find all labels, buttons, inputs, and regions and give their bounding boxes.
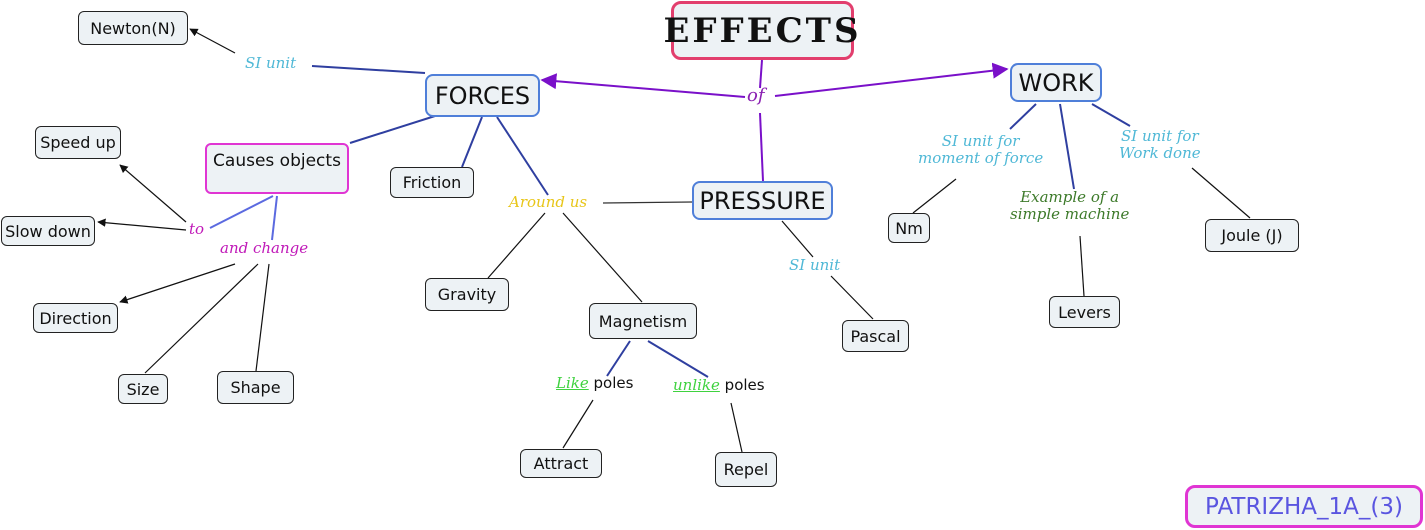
link-si-pascal: [830, 275, 874, 320]
node-gravity[interactable]: Gravity: [425, 278, 509, 311]
node-causes-objects-label: Causes objects: [213, 151, 341, 171]
link-label-like-poles: Like poles: [556, 374, 634, 392]
link-around-magnetism: [562, 212, 643, 303]
concept-pressure[interactable]: PRESSURE: [692, 181, 833, 220]
unlike-poles-text: poles: [724, 376, 765, 394]
node-magnetism-label: Magnetism: [598, 311, 688, 331]
node-shape[interactable]: Shape: [217, 371, 294, 404]
link-magnetism-unlike: [647, 340, 709, 378]
link-around-gravity: [487, 212, 546, 279]
node-gravity-label: Gravity: [437, 285, 497, 304]
link-effects-of: [759, 59, 763, 89]
example-line1: Example of a: [1020, 188, 1120, 206]
link-work-moment: [1009, 103, 1037, 130]
node-repel-label: Repel: [723, 460, 769, 479]
node-joule[interactable]: Joule (J): [1205, 219, 1299, 252]
si-moment-line1: SI unit for: [941, 132, 1020, 150]
title-text: EFFECTS: [663, 10, 862, 51]
link-label-si-unit-pressure: SI unit: [789, 256, 841, 274]
link-work-example: [1059, 103, 1075, 190]
node-joule-label: Joule (J): [1221, 226, 1283, 245]
node-nm-label: Nm: [895, 218, 923, 238]
link-forces-friction: [461, 116, 483, 168]
link-label-around-us: Around us: [509, 193, 588, 211]
link-change-size: [144, 263, 259, 374]
node-newton-label: Newton(N): [90, 18, 176, 38]
arrow-of-work: [774, 62, 1009, 97]
concept-work-label: WORK: [1018, 68, 1094, 97]
link-label-si-moment: SI unit for moment of force: [918, 132, 1044, 168]
node-friction[interactable]: Friction: [390, 167, 474, 198]
si-work-line2: Work done: [1119, 144, 1201, 163]
node-slow-down[interactable]: Slow down: [1, 216, 95, 246]
arrow-change-direction: [119, 263, 236, 304]
node-levers[interactable]: Levers: [1049, 296, 1120, 328]
link-of-pressure: [759, 112, 764, 182]
link-label-to: to: [189, 220, 205, 238]
like-highlight: Like: [556, 374, 589, 392]
author-signature-text: PATRIZHA_1A_(3): [1205, 493, 1403, 520]
link-label-and-change: and change: [220, 239, 309, 257]
arrow-si-newton: [189, 28, 236, 54]
link-worksi-joule: [1191, 167, 1251, 219]
link-like-attract: [562, 399, 594, 449]
node-shape-label: Shape: [230, 378, 281, 397]
node-repel[interactable]: Repel: [715, 452, 777, 487]
link-forces-around: [496, 116, 549, 196]
example-line2: simple machine: [1010, 205, 1130, 224]
link-forces-si: [311, 65, 426, 74]
node-speed-up[interactable]: Speed up: [35, 126, 121, 159]
arrow-of-forces: [540, 73, 746, 98]
arrow-to-speedup: [119, 164, 187, 223]
link-label-si-unit-forces: SI unit: [245, 54, 297, 72]
link-change-shape: [255, 263, 270, 372]
link-pressure-si: [781, 220, 814, 258]
node-nm[interactable]: Nm: [888, 213, 930, 243]
link-work-worksi: [1091, 103, 1131, 127]
node-friction-label: Friction: [402, 173, 462, 192]
node-causes-objects[interactable]: Causes objects: [205, 143, 349, 194]
concept-pressure-label: PRESSURE: [699, 186, 826, 215]
link-causes-to: [209, 195, 274, 229]
node-direction[interactable]: Direction: [33, 303, 118, 333]
node-speed-up-label: Speed up: [40, 133, 116, 152]
node-size-label: Size: [126, 379, 160, 399]
like-poles-text: poles: [593, 374, 634, 392]
link-forces-causes: [349, 115, 436, 144]
link-moment-nm: [912, 178, 957, 214]
link-example-levers: [1079, 235, 1085, 297]
title-effects[interactable]: EFFECTS: [663, 1, 859, 60]
concept-forces[interactable]: FORCES: [425, 74, 540, 117]
concept-forces-label: FORCES: [434, 81, 531, 110]
link-label-of: of: [747, 85, 765, 106]
node-magnetism[interactable]: Magnetism: [589, 303, 697, 339]
arrow-to-slowdown: [97, 218, 187, 231]
node-attract-label: Attract: [533, 454, 589, 473]
si-moment-line2: moment of force: [918, 149, 1044, 168]
si-work-line1: SI unit for: [1121, 127, 1199, 145]
author-signature: PATRIZHA_1A_(3): [1185, 485, 1423, 528]
concept-work[interactable]: WORK: [1010, 63, 1102, 102]
link-pressure-around: [602, 201, 693, 204]
node-newton[interactable]: Newton(N): [78, 11, 188, 45]
node-pascal[interactable]: Pascal: [842, 320, 909, 352]
node-pascal-label: Pascal: [850, 326, 901, 346]
node-levers-label: Levers: [1058, 302, 1111, 322]
link-label-example: Example of a simple machine: [1010, 188, 1130, 224]
node-attract[interactable]: Attract: [520, 449, 602, 478]
link-magnetism-like: [606, 340, 631, 377]
unlike-highlight: unlike: [673, 376, 720, 394]
node-size[interactable]: Size: [118, 374, 168, 404]
node-direction-label: Direction: [39, 308, 112, 328]
link-unlike-repel: [730, 402, 743, 453]
link-label-si-work: SI unit for Work done: [1119, 127, 1201, 163]
node-slow-down-label: Slow down: [5, 221, 91, 241]
link-causes-change: [271, 195, 278, 241]
link-label-unlike-poles: unlike poles: [673, 376, 765, 394]
